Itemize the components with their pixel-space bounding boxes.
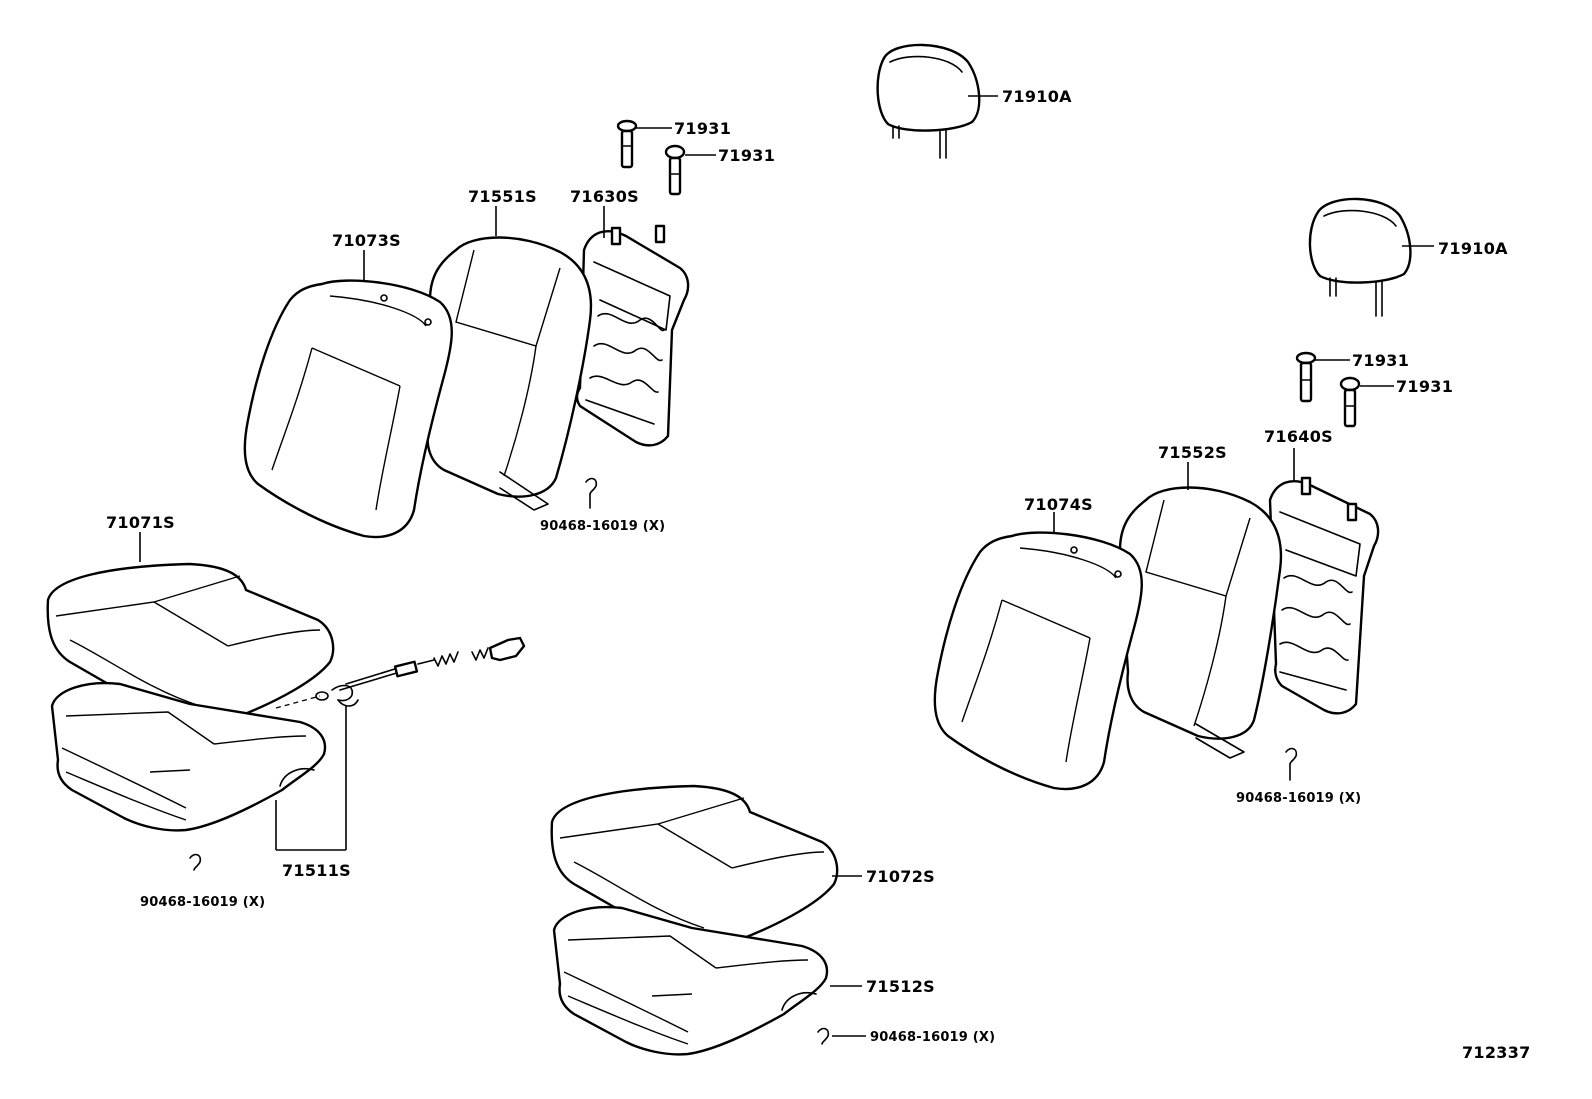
label-back-frame-right: 71640S [1264,427,1333,446]
headrest-guide-left-2[interactable] [664,144,686,196]
label-cushion-frame-right: 71512S [866,977,935,996]
headrest-guide-right-1[interactable] [1295,351,1317,403]
seat-cushion-frame-left[interactable] [50,682,327,832]
label-clip-back-left: 90468-16019 (X) [540,519,665,534]
headrest-guide-right-2[interactable] [1339,376,1361,428]
seat-back-cover-left[interactable] [243,279,453,539]
seat-back-frame-left[interactable] [575,224,690,447]
headrest-guide-left-1[interactable] [616,119,638,169]
label-guide-left-2: 71931 [718,146,775,165]
clip-back-left[interactable] [585,477,598,509]
label-guide-right-1: 71931 [1352,351,1409,370]
label-guide-right-2: 71931 [1396,377,1453,396]
headrest-left[interactable] [876,43,981,159]
label-back-pad-right: 71552S [1158,443,1227,462]
label-headrest-left: 71910A [1002,87,1072,106]
seat-back-pad-left[interactable] [426,236,593,511]
label-back-cover-right: 71074S [1024,495,1093,514]
clip-back-right[interactable] [1285,747,1298,781]
seat-cushion-frame-right[interactable] [552,906,829,1056]
release-cable-left[interactable] [275,636,526,709]
clip-cushion-right[interactable] [817,1027,830,1045]
seat-back-pad-right[interactable] [1118,486,1283,759]
seat-cushion-cover-left[interactable] [46,562,335,722]
label-clip-cushion-right: 90468-16019 (X) [870,1030,995,1045]
label-back-pad-left: 71551S [468,187,537,206]
label-back-cover-left: 71073S [332,231,401,250]
label-guide-left-1: 71931 [674,119,731,138]
clip-cushion-left[interactable] [189,853,202,871]
seat-back-frame-right[interactable] [1268,476,1380,715]
label-cushion-frame-left: 71511S [282,861,351,880]
headrest-right[interactable] [1308,197,1412,317]
seat-back-cover-right[interactable] [933,531,1143,791]
illustration-number: 712337 [1462,1043,1531,1062]
label-headrest-right: 71910A [1438,239,1508,258]
label-cushion-cover-right: 71072S [866,867,935,886]
label-clip-back-right: 90468-16019 (X) [1236,791,1361,806]
label-clip-cushion-left: 90468-16019 (X) [140,895,265,910]
label-back-frame-left: 71630S [570,187,639,206]
label-cushion-cover-left: 71071S [106,513,175,532]
